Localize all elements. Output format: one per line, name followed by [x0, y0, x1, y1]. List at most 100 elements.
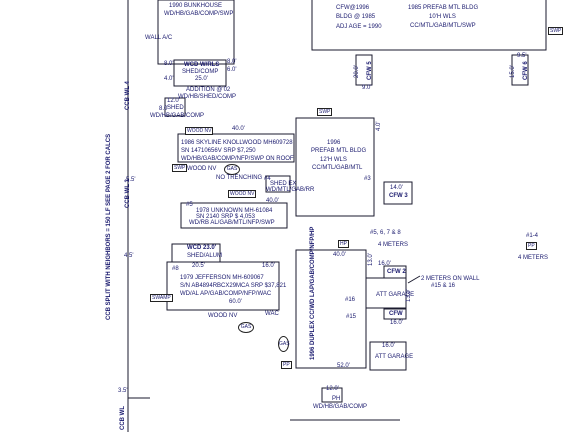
- unknown-wood-nv-tag: WOOD NV: [228, 190, 257, 198]
- duplex-pp-tag: PP: [281, 361, 292, 369]
- duplex-outline: [295, 249, 367, 369]
- duplex-dim-top: 40.0': [333, 252, 346, 258]
- two-meters-label: 2 METERS ON WALL: [421, 276, 480, 282]
- jefferson-title: 1979 JEFFERSON MH-609067: [180, 275, 264, 281]
- shed-ex-materials: WD/MTL/GAB/RR: [266, 187, 315, 193]
- top-building-dim-1: 20.0': [354, 65, 360, 78]
- wall-ac-label: WALL A/C: [145, 35, 173, 41]
- duplex-dim-5: 16.0': [382, 343, 395, 349]
- two-meters-nums: #15 & 16: [431, 283, 456, 289]
- swamp-tag: SWAMP: [150, 294, 173, 302]
- shed-ex-num: #4: [264, 176, 271, 182]
- ph-outline: [321, 387, 343, 403]
- ph-label: PH: [332, 396, 341, 402]
- no-trenching-label: NO TRENCHING: [216, 175, 263, 181]
- cfw6-outline: [511, 54, 529, 86]
- bunkhouse-outline: [157, 0, 235, 65]
- shed-ex-title: SHED EX: [270, 181, 297, 187]
- cfw-outline: [383, 308, 407, 320]
- prefab-swp-tag: SWP: [317, 108, 333, 116]
- skyline-title: 1986 SKYLINE KNOLLWOOD MH609728: [181, 140, 293, 146]
- duplex-num-16: #16: [345, 297, 356, 303]
- small-shed-outline: [164, 97, 186, 117]
- unknown-dim: 40.0': [266, 198, 279, 204]
- bunkhouse-year: 1990 BUNKHOUSE: [169, 3, 223, 9]
- att-garage-2-label: ATT GARAGE: [375, 354, 414, 360]
- bunkhouse-shed-title: WCD W/RLS: [184, 62, 220, 68]
- jefferson-outline: [166, 261, 280, 311]
- margin-dim-2: 4.5': [124, 253, 134, 259]
- bunkhouse-shed-materials: SHED/COMP: [182, 69, 219, 75]
- jefferson-materials: WD/AL AP/GAB/COMP/NFP/WAC: [180, 291, 272, 297]
- four-meters-label: 4 METERS: [378, 242, 409, 248]
- small-shed-side: 8.0': [159, 106, 169, 112]
- unknown-materials: WD/RB AL/GAB/MTL/NFP/SWP: [189, 220, 275, 226]
- unknown-num: #5: [186, 202, 193, 208]
- top-building-dim-2: 9.0': [362, 85, 372, 91]
- jefferson-shed: SHED/ALUM: [187, 253, 223, 259]
- cfw5-label: CFW 5: [367, 61, 373, 80]
- jefferson-num: #8: [172, 266, 179, 272]
- top-building-adj-age: ADJ AGE = 1990: [336, 24, 382, 30]
- jefferson-gas-marker: GAS: [238, 322, 254, 333]
- addition-label: ADDITION @'02: [186, 87, 231, 93]
- bunkhouse-dim-1: 8.0': [164, 61, 174, 67]
- skyline-wood-nv-2: WOOD NV: [187, 166, 217, 172]
- duplex-dim-1: 13.0': [368, 253, 374, 266]
- prefab-side-dim: 4.0': [376, 121, 382, 132]
- jefferson-wood-nv: WOOD NV: [208, 313, 238, 319]
- top-building-cfw-year: CFW@1996: [336, 5, 370, 11]
- addition-materials: WD/HB/SHED/COMP: [178, 94, 237, 100]
- duplex-gas-marker: GAS: [278, 336, 290, 352]
- bunkhouse-dim-4: 8.0': [227, 59, 237, 65]
- margin-dim-1: 5.5': [126, 177, 136, 183]
- skyline-swp-tag: SWP: [172, 164, 188, 172]
- bunkhouse-dim-3: 6.0': [227, 67, 237, 73]
- top-building-materials: CC/MTL/GAB/MTL/SWP: [410, 23, 476, 29]
- duplex-dim-6: 13.0': [406, 289, 412, 302]
- unknown-serial: SN 2140 SRP $ 4,053: [196, 214, 255, 220]
- cfw2-label: CFW 2: [387, 269, 406, 275]
- shed-ex-outline: [265, 175, 291, 193]
- right-meter-pp-tag: PP: [526, 242, 537, 250]
- prefab-materials: CC/MTL/GAB/MTL: [312, 165, 363, 171]
- small-shed-materials: WD/HB/GAB/COMP: [150, 113, 205, 119]
- cfw6-label: CFW 6: [523, 61, 529, 80]
- cfw5-outline: [355, 54, 373, 86]
- jefferson-dim-3: 60.0': [229, 299, 242, 305]
- jefferson-dim-1: 20.5': [192, 263, 205, 269]
- num-list-label: #5, 6, 7 & 8: [370, 230, 401, 236]
- duplex-dim-2: 16.0': [378, 261, 391, 267]
- skyline-outline: [177, 133, 295, 163]
- skyline-gas-marker: GAS: [224, 164, 240, 175]
- jefferson-wcd: WCD 23.0': [187, 245, 217, 251]
- ph-dim: 12.0': [326, 386, 339, 392]
- jefferson-dim-2: 16.0': [262, 263, 275, 269]
- unknown-title: 1978 UNKNOWN MH-61084: [196, 208, 273, 214]
- prefab-num: #3: [364, 176, 371, 182]
- margin-dim-3: 3.5': [118, 388, 128, 394]
- duplex-dim-3: 16.0': [390, 320, 403, 326]
- jefferson-wac: WAC: [265, 311, 279, 317]
- small-shed-dim: 12.0': [167, 98, 180, 104]
- top-building-outline: [311, 0, 547, 51]
- cfw3-outline: [383, 181, 413, 205]
- bunkhouse-shed-outline: [173, 59, 227, 87]
- bunkhouse-shed-dim: 25.0': [195, 76, 208, 82]
- skyline-serial: SN 14710656V SRP $7,250: [181, 148, 256, 154]
- cfw3-dim: 14.0': [390, 185, 403, 191]
- prefab-year: 1996: [327, 140, 341, 146]
- ccb-wl-label: CCB WL: [120, 406, 126, 430]
- ph-materials: WD/HB/GAB/COMP: [313, 404, 368, 410]
- hp-tag: HP: [338, 240, 349, 248]
- prefab-walls: 12'H WLS: [320, 157, 347, 163]
- top-building-walls: 10'H WLS: [429, 14, 456, 20]
- att-garage-1-label: ATT GARAGE: [376, 292, 415, 298]
- top-building-dim-4: 9.5': [517, 53, 527, 59]
- ccb-split-note: CCB SPLIT WITH NEIGHBORS = 150 LF SEE PA…: [106, 133, 112, 320]
- att-garage-2-outline: [369, 341, 407, 371]
- prefab1996-outline: [295, 117, 375, 217]
- duplex-vertical-label: 1996 DUPLEX CC/WD LAP/GAB/COMP/NFP/HP: [310, 226, 316, 360]
- skyline-dim-top: 40.0': [232, 126, 245, 132]
